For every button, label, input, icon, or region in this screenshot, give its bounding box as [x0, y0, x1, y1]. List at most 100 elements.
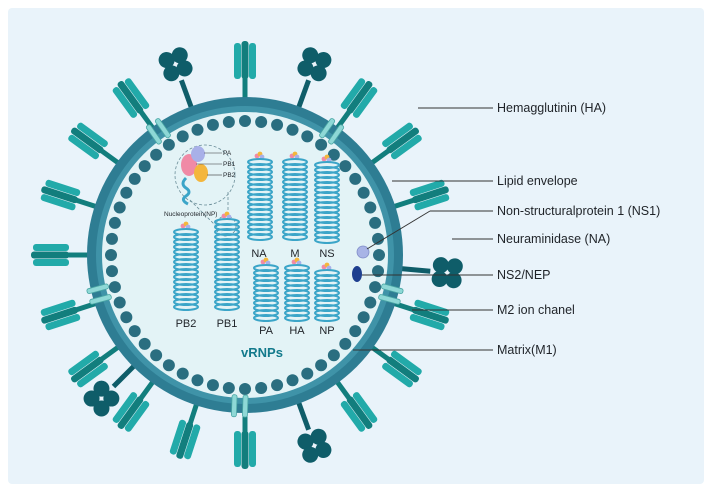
- m2-bar: [378, 294, 401, 305]
- na-head: [310, 428, 327, 445]
- spike-lobe: [40, 194, 76, 211]
- spike-stalk: [333, 109, 352, 132]
- helix-turn: [314, 314, 340, 322]
- segment-m: [282, 151, 308, 241]
- spike-lobe: [249, 43, 256, 79]
- spike-lobe: [33, 244, 69, 251]
- helix-turn: [173, 303, 199, 311]
- m2-channels: [86, 118, 404, 418]
- spike-lobe: [340, 400, 366, 432]
- matrix-dot: [176, 367, 189, 380]
- na-head: [171, 47, 188, 64]
- matrix-dot: [301, 367, 314, 380]
- na-stalk: [179, 79, 195, 112]
- neuraminidase-tetramer: [295, 47, 332, 112]
- hemagglutinin-spike: [112, 78, 157, 132]
- spike-lobe: [117, 81, 144, 114]
- matrix-dot: [271, 118, 284, 131]
- spike-lobe: [169, 419, 187, 455]
- spike-stalk: [187, 400, 200, 426]
- helix-turn: [284, 314, 310, 322]
- spike-lobe: [346, 81, 373, 114]
- matrix-dot: [369, 281, 382, 294]
- na-stalk: [295, 398, 311, 431]
- segment-label-pb2: PB2: [176, 318, 197, 330]
- polymerase-inset: PA PB1 PB2 Nucleoprotein(NP): [164, 144, 237, 237]
- spike-lobe: [382, 362, 413, 388]
- spike-lobe: [241, 41, 249, 79]
- inset-connector-2: [189, 199, 223, 233]
- m2-channel: [231, 394, 249, 418]
- matrix-dot: [369, 216, 382, 229]
- na-head: [315, 52, 332, 69]
- na-head: [446, 258, 463, 275]
- hemagglutinin-spike: [40, 179, 100, 211]
- spike-lobe: [414, 299, 450, 316]
- matrix-dot: [138, 337, 151, 350]
- pa-subunit: [191, 146, 205, 162]
- inset-label-pb2: PB2: [223, 172, 236, 179]
- vrnps-label: vRNPs: [241, 345, 283, 360]
- matrix-dot: [339, 160, 352, 173]
- hemagglutinin-spike: [333, 378, 378, 432]
- segment-label-np: NP: [319, 325, 334, 337]
- spike-lobe: [241, 431, 249, 469]
- spike-lobe: [184, 424, 201, 460]
- label-ns1: Non-structuralprotein 1 (NS1): [497, 204, 660, 218]
- matrix-dot: [113, 296, 126, 309]
- hemagglutinin-spike: [169, 400, 201, 460]
- m2-bar: [86, 283, 109, 294]
- spike-lobe: [41, 186, 78, 204]
- spike-lobe: [33, 259, 69, 266]
- matrix-dot: [162, 138, 175, 151]
- m2-channel: [145, 118, 171, 145]
- matrix-dot: [206, 379, 219, 392]
- hemagglutinin-spike: [368, 343, 422, 388]
- m2-channel: [319, 118, 345, 145]
- matrix-dot: [191, 374, 204, 387]
- spike-lobe: [412, 186, 449, 204]
- matrix-dot: [357, 186, 370, 199]
- matrix-dot: [349, 325, 362, 338]
- matrix-dot: [138, 160, 151, 173]
- segment-ha: [284, 257, 310, 322]
- spike-stalk: [74, 197, 100, 210]
- spike-lobe: [352, 87, 378, 118]
- matrix-dot: [357, 311, 370, 324]
- matrix-dot: [206, 118, 219, 131]
- spike-lobe: [390, 134, 422, 160]
- spike-lobe: [340, 78, 366, 110]
- spike-lobe: [386, 356, 419, 383]
- na-stalk: [295, 79, 311, 112]
- neuraminidase-tetramer: [83, 362, 138, 417]
- hemagglutinin-spike: [234, 41, 256, 101]
- na-stalk: [111, 362, 138, 389]
- matrix-dot: [349, 172, 362, 185]
- m2-bar: [145, 124, 162, 145]
- spike-lobe: [234, 43, 241, 79]
- vrnp-segments: [173, 151, 340, 322]
- inset-circle: [174, 144, 236, 206]
- matrix-dot: [222, 115, 235, 128]
- neuraminidase-tetramer: [158, 47, 195, 112]
- matrix-dot: [128, 172, 141, 185]
- spike-stalk: [390, 197, 416, 210]
- spike-lobe: [40, 299, 76, 316]
- matrix-dot: [162, 359, 175, 372]
- matrix-dot: [105, 249, 117, 261]
- spike-lobe: [414, 194, 450, 211]
- na-head: [297, 60, 314, 77]
- m2-bar: [381, 283, 404, 294]
- na-head: [302, 446, 319, 463]
- matrix-dot: [286, 374, 299, 387]
- spike-stalk: [368, 343, 391, 362]
- m2-bar: [154, 118, 171, 139]
- spike-lobe: [409, 313, 445, 331]
- matrix-dot: [108, 281, 121, 294]
- m2-channel: [378, 283, 404, 305]
- matrix-dot: [372, 232, 385, 245]
- label-lipid-envelope: Lipid envelope: [497, 174, 578, 188]
- spike-stalk: [99, 148, 122, 167]
- inset-label-pa: PA: [223, 150, 232, 157]
- spike-lobe: [112, 392, 138, 423]
